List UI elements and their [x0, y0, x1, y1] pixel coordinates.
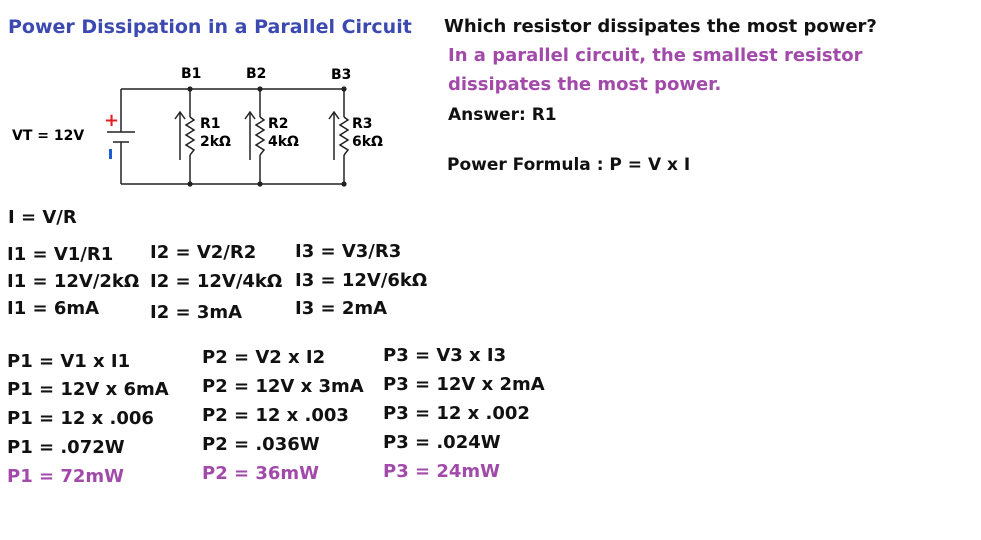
question-text: Which resistor dissipates the most power…	[444, 16, 877, 37]
power-calc-p1-substitution: P1 = 12V x 6mA	[7, 379, 169, 400]
power-calc-p3-numeric: P3 = 12 x .002	[383, 403, 530, 424]
power-calc-p2-formula: P2 = V2 x I2	[202, 347, 326, 368]
r1-name: R1	[200, 116, 221, 132]
current-arrow-2-head	[244, 110, 256, 120]
power-calc-p1-milliwatts: P1 = 72mW	[7, 466, 124, 487]
current-calc-i2-result: I2 = 3mA	[150, 302, 243, 323]
power-calc-p1-watts: P1 = .072W	[7, 437, 125, 458]
plus-sign: +	[104, 110, 119, 131]
current-calc-i2-substitution: I2 = 12V/4kΩ	[150, 271, 283, 292]
power-formula: Power Formula : P = V x I	[447, 155, 691, 175]
explanation-line-2: dissipates the most power.	[448, 74, 722, 95]
resistor-r1-symbol	[184, 116, 196, 156]
current-calc-i3-formula: I3 = V3/R3	[295, 241, 402, 262]
junction-dot	[187, 181, 193, 187]
current-calc-i2-formula: I2 = V2/R2	[150, 242, 257, 263]
power-calc-p3-formula: P3 = V3 x I3	[383, 345, 507, 366]
power-calc-p2-watts: P2 = .036W	[202, 434, 320, 455]
junction-dot	[341, 181, 347, 187]
current-arrow-1-head	[174, 110, 186, 120]
junction-dot	[257, 86, 263, 92]
power-calc-p1-numeric: P1 = 12 x .006	[7, 408, 154, 429]
power-calc-p3-substitution: P3 = 12V x 2mA	[383, 374, 545, 395]
r1-value: 2kΩ	[200, 134, 231, 150]
resistor-r2-symbol	[254, 116, 266, 156]
power-calc-p2-milliwatts: P2 = 36mW	[202, 463, 319, 484]
r3-value: 6kΩ	[352, 134, 383, 150]
current-calc-i3-result: I3 = 2mA	[295, 298, 388, 319]
current-calc-i3-substitution: I3 = 12V/6kΩ	[295, 270, 428, 291]
resistor-r3-symbol	[338, 116, 350, 156]
junction-dot	[257, 181, 263, 187]
r2-name: R2	[268, 116, 289, 132]
junction-dot	[187, 86, 193, 92]
branch-label-b2: B2	[246, 66, 266, 82]
power-calc-p2-numeric: P2 = 12 x .003	[202, 405, 349, 426]
current-calc-i1-formula: I1 = V1/R1	[7, 244, 114, 265]
branch-label-b1: B1	[181, 66, 201, 82]
minus-sign	[109, 149, 112, 159]
parallel-circuit-diagram: + VT = 12V B1 B2 B3 R1 2kΩ R2 4kΩ R3 6kΩ	[12, 66, 383, 187]
power-calc-p3-milliwatts: P3 = 24mW	[383, 461, 500, 482]
current-arrow-3-head	[328, 110, 340, 120]
page-title: Power Dissipation in a Parallel Circuit	[8, 16, 412, 38]
current-calc-i1-result: I1 = 6mA	[7, 298, 100, 319]
power-calc-p3-watts: P3 = .024W	[383, 432, 501, 453]
ohms-law: I = V/R	[8, 207, 77, 228]
answer-text: Answer: R1	[448, 105, 557, 125]
power-calc-p1-formula: P1 = V1 x I1	[7, 351, 131, 372]
source-voltage-label: VT = 12V	[12, 128, 84, 144]
power-calc-p2-substitution: P2 = 12V x 3mA	[202, 376, 364, 397]
junction-dot	[341, 86, 347, 92]
r2-value: 4kΩ	[268, 134, 299, 150]
r3-name: R3	[352, 116, 373, 132]
branch-label-b3: B3	[331, 67, 351, 83]
current-calc-i1-substitution: I1 = 12V/2kΩ	[7, 271, 140, 292]
explanation-line-1: In a parallel circuit, the smallest resi…	[448, 45, 863, 66]
